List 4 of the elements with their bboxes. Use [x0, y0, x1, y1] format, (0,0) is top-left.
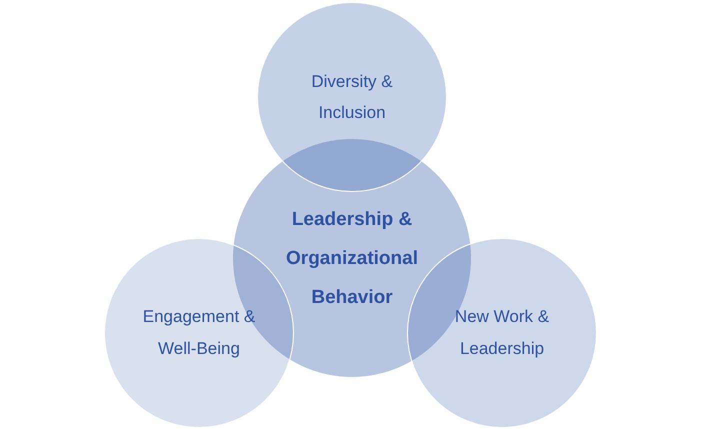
topic-label: Engagement & Well-Being	[142, 306, 256, 360]
topic-label: Diversity & Inclusion	[310, 71, 394, 124]
topic-label: New Work & Leadership	[454, 306, 550, 360]
center-topic-label: Leadership & Organizational Behavior	[285, 208, 419, 310]
